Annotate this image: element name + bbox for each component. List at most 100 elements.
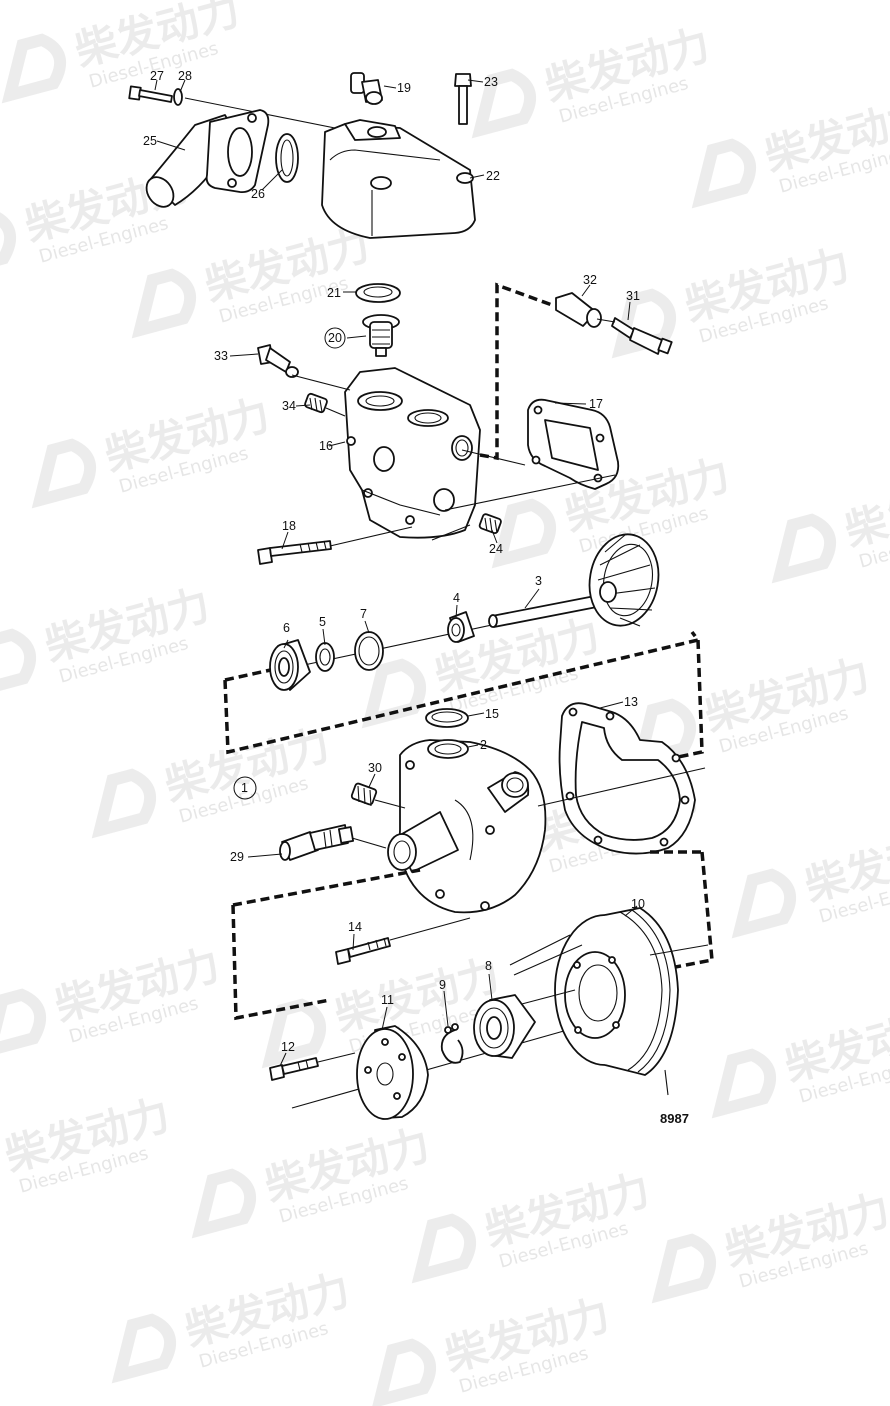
thermostat-housing-group: [257, 282, 673, 565]
callout-label: 3: [535, 574, 542, 588]
part-30-plug: [350, 782, 378, 807]
hub-lines: [509, 934, 583, 1006]
watermark: 柴发动力 Diesel-Engines: [0, 940, 225, 1059]
belt-lines: [649, 944, 709, 1096]
watermark: 柴发动力 Diesel-Engines: [711, 1000, 890, 1119]
part-2-pump-housing: [387, 739, 547, 914]
watermark: 柴发动力 Diesel-Engines: [371, 1290, 615, 1406]
callout-label: 30: [368, 761, 382, 775]
callout-label: 7: [360, 607, 367, 621]
part-10-pulley: [554, 907, 679, 1076]
callout-label: 16: [319, 439, 333, 453]
part-20-thermostat: [362, 314, 400, 357]
part-27-bolt: [128, 85, 173, 103]
callout-labels: 27 28 19 23 25 26 22 21 20 33 32 31 34 1…: [143, 69, 689, 1126]
callout-label: 11: [381, 993, 394, 1007]
part-3-shaft-impeller: [488, 533, 660, 628]
callout-label: 15: [485, 707, 499, 721]
part-18-bolt: [257, 540, 332, 565]
callout-label: 25: [143, 134, 157, 148]
group-marker-label: 1: [241, 781, 248, 795]
svg-text:柴发动力: 柴发动力: [840, 465, 890, 556]
shaft-bearing-group: [223, 533, 704, 762]
part-11-hub-flange: [356, 1025, 429, 1120]
part-8-bearing: [473, 994, 536, 1059]
part-6-bearing: [269, 639, 311, 691]
callout-label: 23: [484, 75, 498, 89]
part-5-seal: [315, 642, 335, 672]
dashed-bracket: [663, 639, 704, 762]
watermark: 柴发动力 Diesel-Engines: [411, 1165, 655, 1284]
dashed-bracket: [659, 851, 714, 972]
watermark: 柴发动力 Diesel-Engines: [191, 1120, 435, 1239]
callout-label: 34: [282, 399, 296, 413]
callout-label: 5: [319, 615, 326, 629]
part-4-sleeve: [447, 611, 475, 643]
callout-label: 21: [327, 286, 341, 300]
part-12-bolt: [269, 1057, 319, 1081]
axis-line: [596, 318, 616, 323]
axis-line: [325, 407, 346, 417]
part-29-sender: [279, 824, 355, 861]
axis-line: [431, 474, 616, 541]
watermark: 柴发动力 Diesel-Engines: [471, 20, 715, 139]
part-21-sealing-ring: [355, 283, 401, 303]
pump-housing-group: [231, 702, 714, 1021]
callout-label: 14: [348, 920, 362, 934]
drawing-number: 8987: [660, 1111, 689, 1126]
part-28-washer: [173, 88, 183, 106]
dashed-bracket: [231, 904, 331, 1021]
part-14-bolt: [335, 937, 391, 965]
circled-callout: 20: [324, 327, 346, 349]
callout-label: 17: [589, 397, 603, 411]
leader-lines: [154, 79, 638, 1067]
axis-line: [374, 799, 406, 809]
callout-label: 28: [178, 69, 192, 83]
watermark: 柴发动力 Diesel-Engines: [731, 820, 890, 939]
axis-line: [537, 767, 706, 807]
callout-label: 32: [583, 273, 597, 287]
callout-label: 12: [281, 1040, 295, 1054]
callout-label: 18: [282, 519, 296, 533]
pulley-group: [269, 907, 709, 1120]
watermark: 柴发动力 Diesel-Engines: [31, 390, 275, 509]
part-16-thermostat-housing: [344, 367, 481, 539]
callout-label: 9: [439, 978, 446, 992]
part-23-bolt: [454, 73, 472, 125]
dashed-bracket: [223, 630, 702, 755]
callout-label: 22: [486, 169, 500, 183]
part-19-elbow-fitting: [350, 72, 383, 105]
part-9-circlip: [440, 1023, 464, 1064]
callout-label: 24: [489, 542, 503, 556]
watermark: 柴发动力 Diesel-Engines: [1, 0, 245, 104]
part-15-o-ring: [425, 708, 469, 728]
axis-line: [389, 917, 471, 941]
watermark: 柴发动力 Diesel-Engines: [611, 240, 855, 359]
callout-label: 31: [626, 289, 640, 303]
callout-label: 26: [251, 187, 265, 201]
part-17-gasket: [527, 398, 620, 490]
callout-label: 19: [397, 81, 411, 95]
part-7-o-ring: [354, 631, 384, 671]
watermark: 柴发动力 Diesel-Engines: [0, 1090, 175, 1198]
watermark: 柴发动力 Diesel-Engines: [771, 465, 890, 584]
callout-label: 8: [485, 959, 492, 973]
watermark: 柴发动力 Diesel-Engines: [651, 1185, 890, 1304]
watermark: 柴发动力 Diesel-Engines: [131, 220, 375, 339]
pulley-axis-line: [291, 1024, 586, 1109]
axis-line: [351, 837, 387, 849]
part-13-gasket: [558, 702, 696, 855]
callout-label: 6: [283, 621, 290, 635]
callout-label: 33: [214, 349, 228, 363]
thermostat-cover-group: [128, 72, 476, 239]
part-31-sender: [611, 317, 673, 355]
axis-line: [461, 449, 526, 466]
group-marker: 1: [233, 776, 257, 800]
watermark: 柴发动力 Diesel-Engines: [91, 720, 335, 839]
dashed-bracket: [232, 868, 421, 907]
part-22-thermostat-cover: [321, 119, 476, 239]
part-34-plug: [304, 392, 328, 414]
callout-label: 10: [631, 897, 645, 911]
callout-label: 13: [624, 695, 638, 709]
